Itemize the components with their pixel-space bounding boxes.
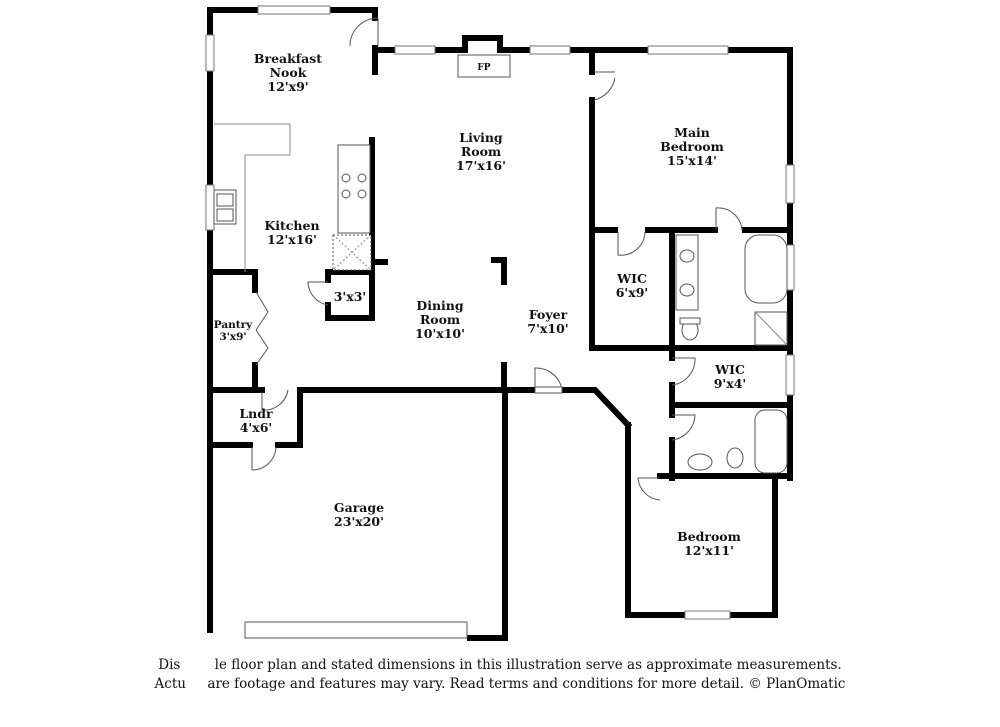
- wic-second-name: WIC: [714, 362, 745, 377]
- main-bedroom-name-1: Main: [674, 125, 710, 140]
- laundry-name: Lndr: [239, 406, 273, 421]
- bath-fixtures: [675, 234, 788, 474]
- disclaimer: Dis le floor plan and stated dimensions …: [0, 656, 1000, 694]
- living-room-name-1: Living: [459, 130, 503, 145]
- closet-dims: 3'x3': [334, 289, 367, 304]
- dining-room-dims: 10'x10': [415, 326, 465, 341]
- fireplace-label: FP: [477, 63, 490, 73]
- dining-room-name-2: Room: [420, 312, 460, 327]
- disclaimer-line-1: Dis le floor plan and stated dimensions …: [158, 657, 842, 673]
- main-bedroom-dims: 15'x14': [667, 153, 717, 168]
- living-room-name-2: Room: [461, 144, 501, 159]
- breakfast-nook-name-2: Nook: [270, 65, 307, 80]
- foyer-name: Foyer: [529, 307, 568, 322]
- fireplace: FP: [457, 54, 511, 78]
- pantry-dims: 3'x9': [219, 331, 246, 343]
- dining-room-name-1: Dining: [416, 298, 464, 313]
- doors: [251, 17, 743, 501]
- wic-main-dims: 6'x9': [616, 285, 649, 300]
- foyer-dims: 7'x10': [527, 321, 568, 336]
- garage-door: [244, 621, 468, 639]
- garage-name: Garage: [334, 500, 384, 515]
- wic-second-dims: 9'x4': [714, 376, 747, 391]
- pantry-name: Pantry: [214, 319, 253, 331]
- disclaimer-line-2: Actu are footage and features may vary. …: [154, 676, 846, 692]
- breakfast-nook-dims: 12'x9': [267, 79, 308, 94]
- breakfast-nook-name-1: Breakfast: [254, 51, 322, 66]
- bedroom-name: Bedroom: [677, 529, 741, 544]
- kitchen-fixtures: [213, 123, 372, 272]
- garage-dims: 23'x20': [334, 514, 384, 529]
- room-labels: Breakfast Nook 12'x9' Living Room 17'x16…: [214, 51, 747, 558]
- wic-main-name: WIC: [616, 271, 647, 286]
- windows: [205, 5, 795, 620]
- bedroom-dims: 12'x11': [684, 543, 734, 558]
- kitchen-dims: 12'x16': [267, 232, 317, 247]
- kitchen-name: Kitchen: [264, 218, 319, 233]
- living-room-dims: 17'x16': [456, 158, 506, 173]
- laundry-dims: 4'x6': [240, 420, 273, 435]
- main-bedroom-name-2: Bedroom: [660, 139, 724, 154]
